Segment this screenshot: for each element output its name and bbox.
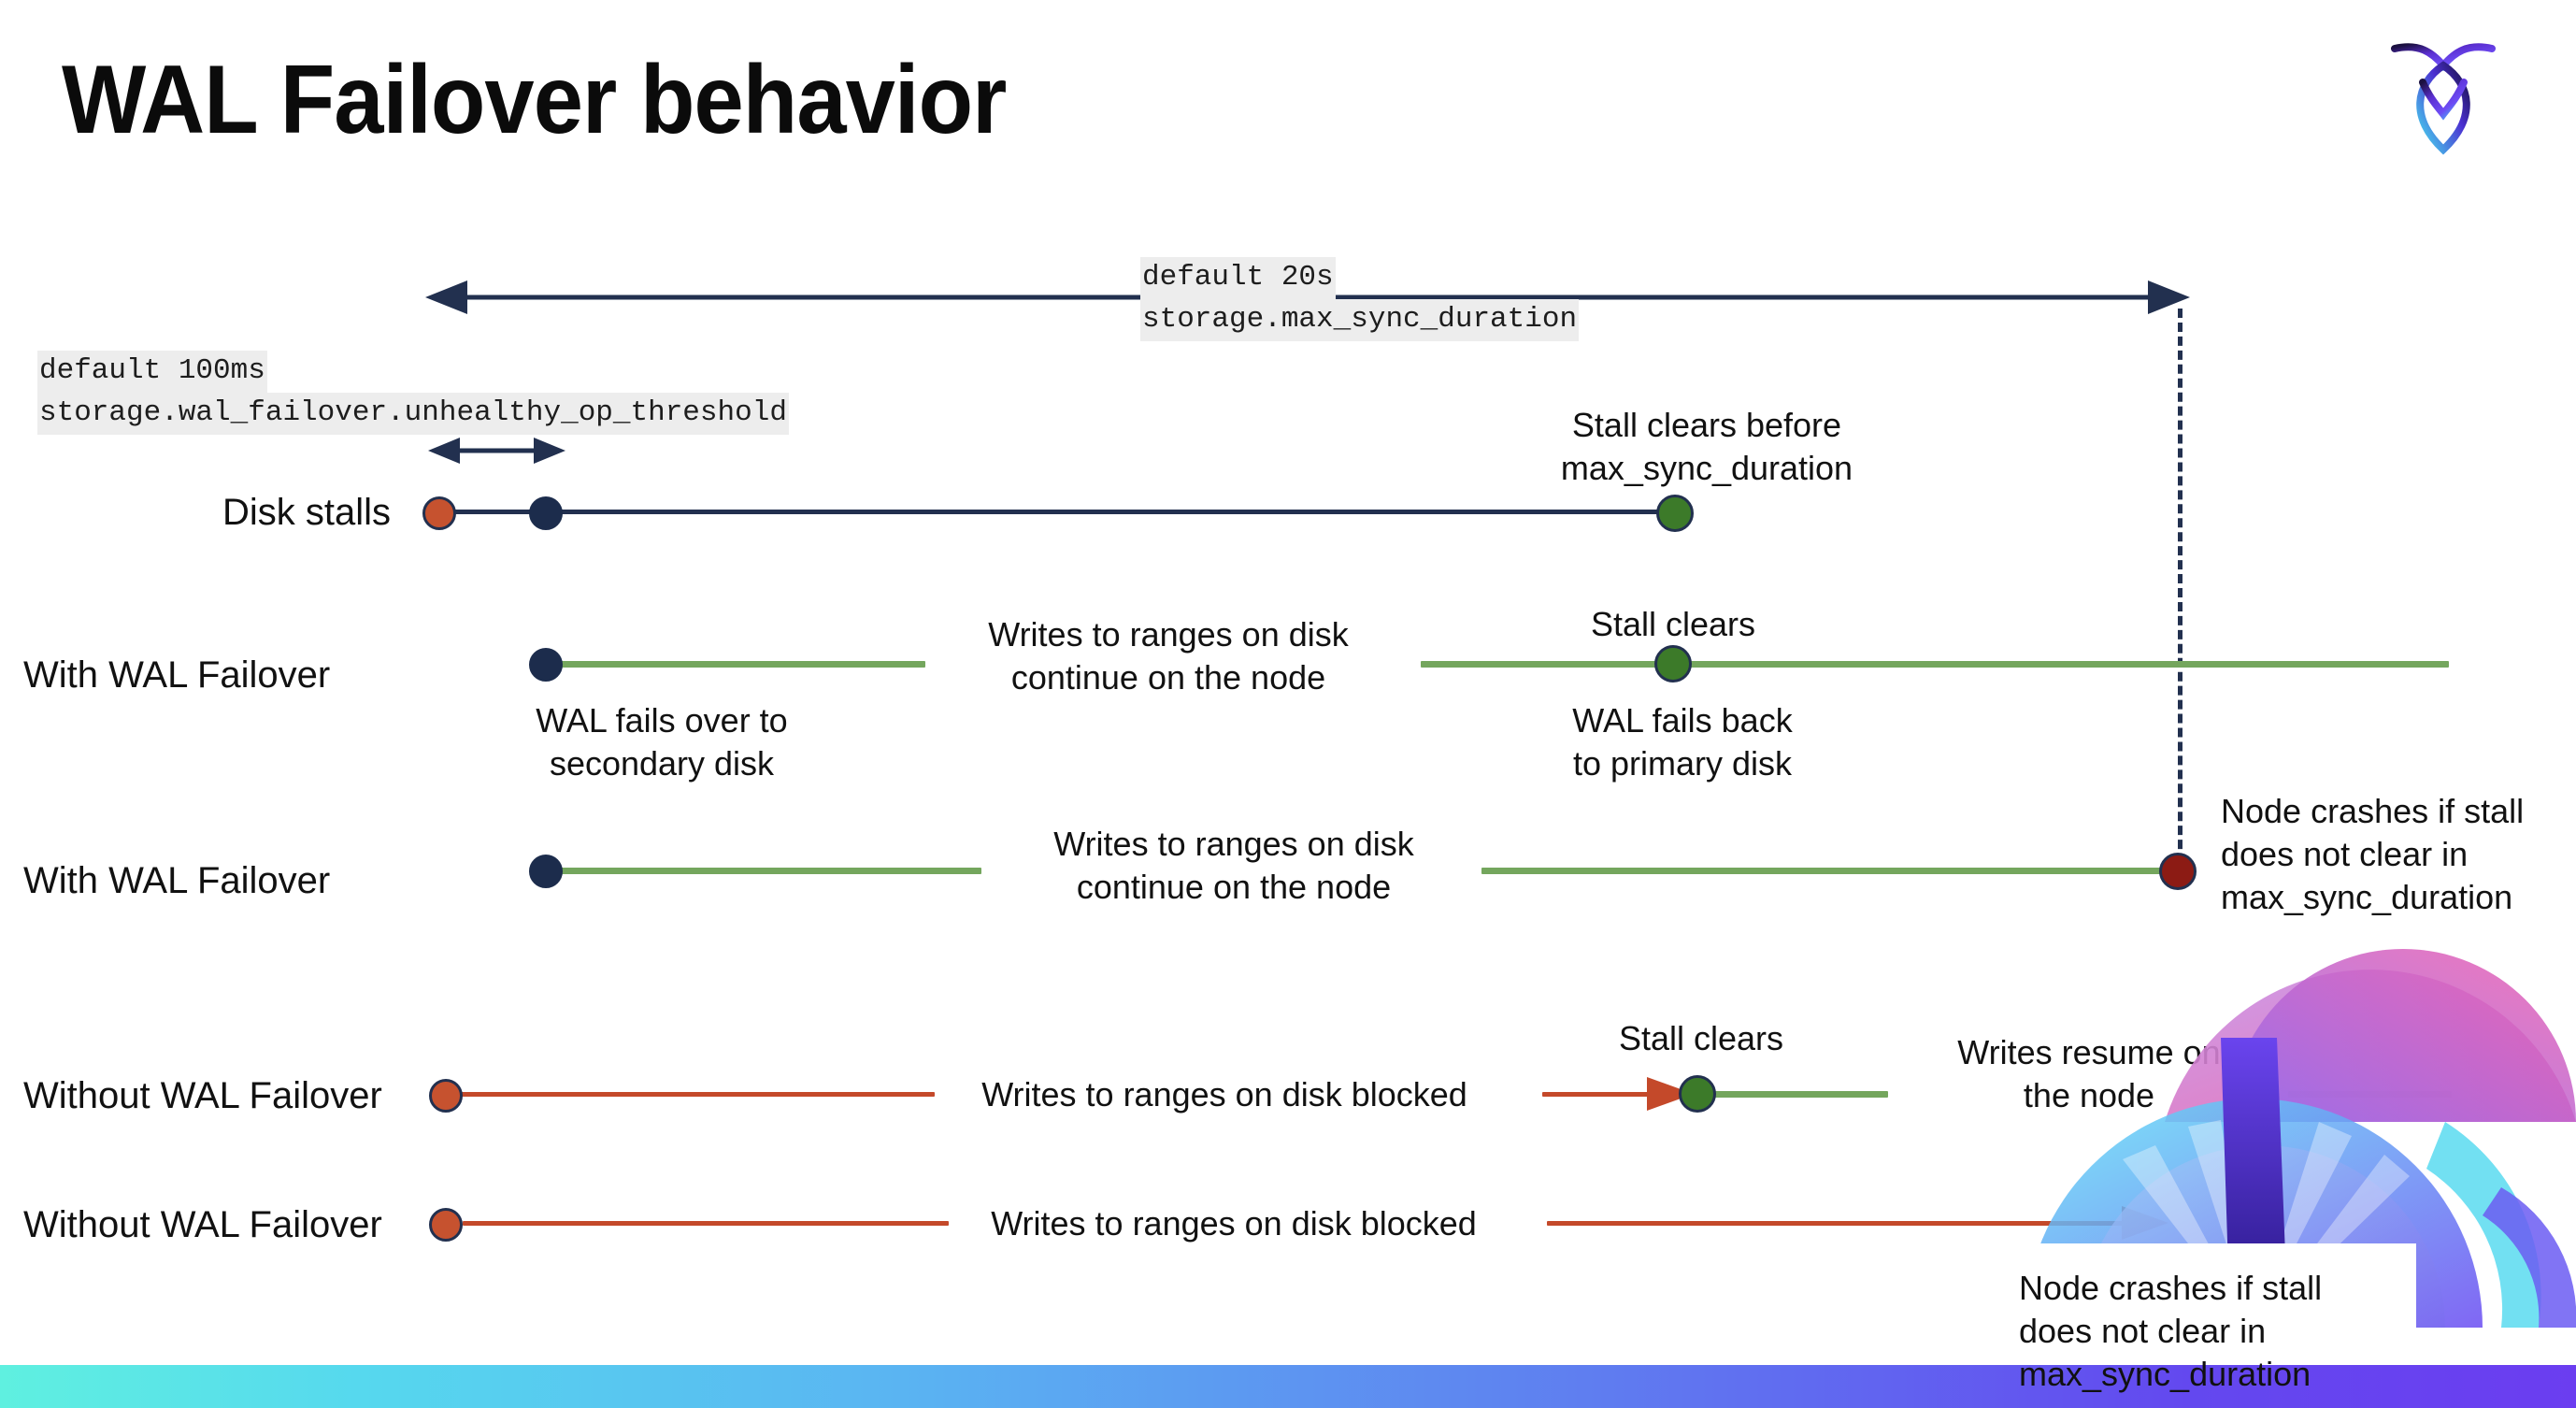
max-sync-duration-annotation: default 20s storage.max_sync_duration [1140, 257, 1580, 341]
bottom-gradient-bar [0, 1365, 2576, 1408]
without-failover-1-line-a [449, 1092, 935, 1097]
without-failover-1-start-dot [429, 1079, 463, 1113]
without-failover-1-line-d [2288, 1091, 2452, 1098]
with-failover-2-line-b [1481, 868, 2182, 874]
with-failover-2-crash-dot [2159, 853, 2197, 890]
note-node-crashes-2: Node crashes if stall does not clear in … [2019, 1269, 2323, 1394]
row-label-with-wal-failover-1: With WAL Failover [23, 654, 331, 696]
with-failover-1-line-b [1421, 661, 2449, 668]
note-stall-clears-2: Stall clears [1618, 1019, 1784, 1057]
without-failover-2-line-b [1547, 1221, 2126, 1226]
note-writes-blocked-2: Writes to ranges on disk blocked [991, 1204, 1477, 1243]
row-label-disk-stalls: Disk stalls [222, 492, 392, 533]
with-failover-1-clear-dot [1654, 645, 1692, 682]
note-writes-continue-2: Writes to ranges on disk continue on the… [1053, 825, 1414, 907]
disk-stall-start-dot [422, 496, 456, 530]
without-failover-1-line-b [1542, 1092, 1696, 1097]
with-failover-1-start-dot [529, 648, 563, 682]
note-wal-fails-back: WAL fails back to primary disk [1572, 701, 1793, 783]
note-writes-blocked-1: Writes to ranges on disk blocked [981, 1075, 1467, 1113]
note-stall-clears-1: Stall clears [1590, 605, 1756, 643]
unhealthy-op-threshold-annotation: default 100ms storage.wal_failover.unhea… [37, 351, 789, 435]
disk-stalls-line [439, 510, 1682, 514]
row-label-without-wal-failover-1: Without WAL Failover [23, 1075, 382, 1116]
note-node-crashes-1: Node crashes if stall does not clear in … [2221, 792, 2525, 917]
note-writes-resume: Writes resume on the node [1957, 1033, 2221, 1115]
with-failover-2-line-a [542, 868, 981, 874]
without-failover-1-line-c [1710, 1091, 1888, 1098]
with-failover-2-start-dot [529, 855, 563, 888]
unhealthy-setting-text: storage.wal_failover.unhealthy_op_thresh… [37, 392, 789, 435]
max-sync-duration-guide [2178, 309, 2182, 877]
without-failover-2-start-dot [429, 1208, 463, 1242]
row-label-with-wal-failover-2: With WAL Failover [23, 860, 331, 901]
note-writes-continue-1: Writes to ranges on disk continue on the… [988, 615, 1349, 697]
max-sync-default-text: default 20s [1140, 257, 1336, 299]
page-title: WAL Failover behavior [62, 46, 1007, 154]
disk-stall-clear-dot [1656, 495, 1694, 532]
without-failover-2-line-a [463, 1221, 949, 1226]
unhealthy-default-text: default 100ms [37, 351, 267, 393]
row-label-without-wal-failover-2: Without WAL Failover [23, 1204, 382, 1245]
max-sync-setting-text: storage.max_sync_duration [1140, 298, 1580, 341]
cockroachdb-logo-icon [2378, 24, 2509, 165]
wal-failover-trigger-dot [529, 496, 563, 530]
without-failover-1-clear-dot [1679, 1075, 1716, 1113]
note-wal-fails-over: WAL fails over to secondary disk [536, 701, 788, 783]
note-stall-clears-before: Stall clears before max_sync_duration [1560, 406, 1853, 488]
with-failover-1-line-a [542, 661, 925, 668]
